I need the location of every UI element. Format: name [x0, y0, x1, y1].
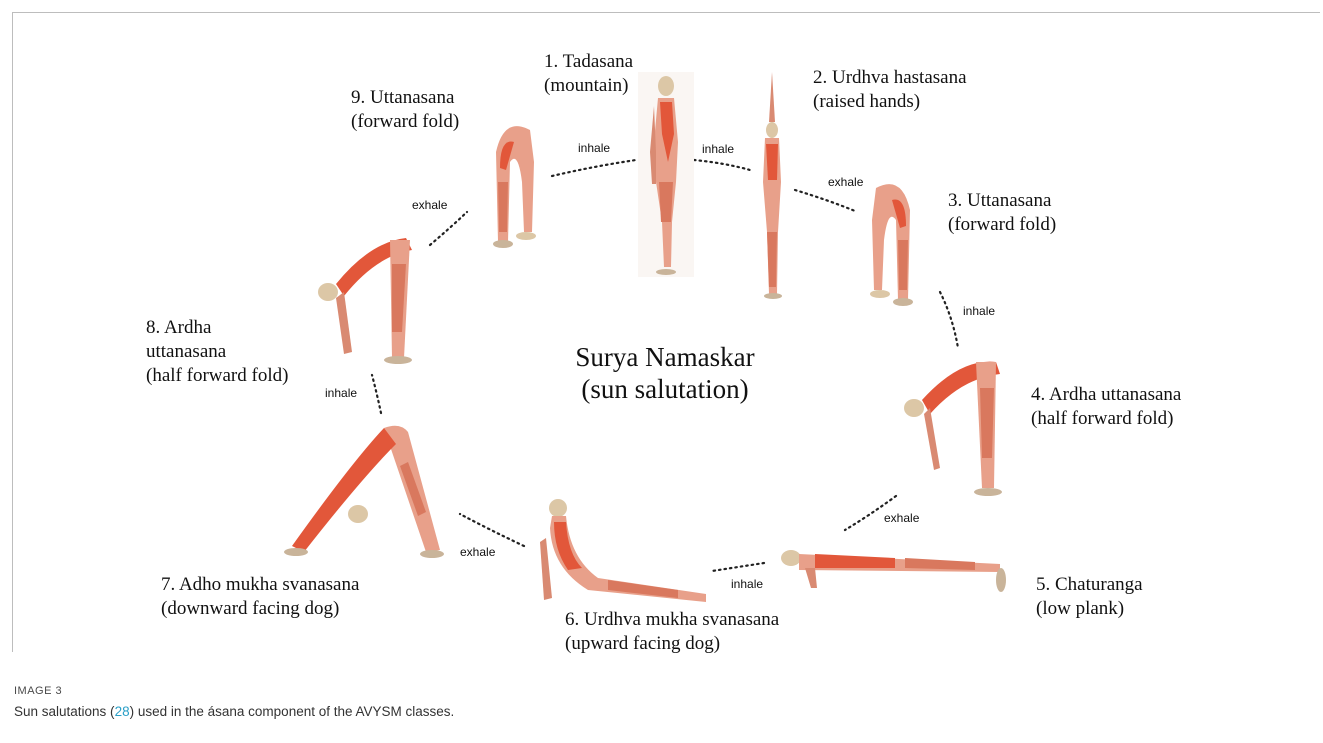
- pose-label-4-name: 4. Ardha uttanasana: [1031, 383, 1181, 407]
- pose-figure-adho-mukha-svanasana: [272, 422, 447, 560]
- breath-label-3-4: inhale: [963, 304, 995, 318]
- caption-text-before: Sun salutations (: [14, 704, 115, 719]
- pose-label-6-desc: (upward facing dog): [565, 632, 779, 656]
- pose-label-7: 7. Adho mukha svanasana (downward facing…: [161, 573, 359, 621]
- pose-label-8: 8. Ardha uttanasana (half forward fold): [146, 316, 288, 388]
- pose-label-1-name: 1. Tadasana: [544, 50, 633, 74]
- pose-label-8-line2: uttanasana: [146, 340, 288, 364]
- pose-label-7-name: 7. Adho mukha svanasana: [161, 573, 359, 597]
- diagram-title: Surya Namaskar (sun salutation): [555, 341, 775, 405]
- pose-label-4: 4. Ardha uttanasana (half forward fold): [1031, 383, 1181, 431]
- breath-label-7-8: inhale: [325, 386, 357, 400]
- pose-label-4-desc: (half forward fold): [1031, 407, 1181, 431]
- pose-figure-urdhva-mukha-svanasana: [538, 498, 713, 604]
- pose-figure-ardha-uttanasana-4: [900, 348, 1010, 498]
- pose-figure-ardha-uttanasana-8: [310, 228, 420, 366]
- caption-reference-link[interactable]: 28: [115, 704, 130, 719]
- pose-label-7-desc: (downward facing dog): [161, 597, 359, 621]
- pose-label-2: 2. Urdhva hastasana (raised hands): [813, 66, 967, 114]
- pose-label-5-name: 5. Chaturanga: [1036, 573, 1143, 597]
- pose-label-6-name: 6. Urdhva mukha svanasana: [565, 608, 779, 632]
- breath-label-2-3: exhale: [828, 175, 863, 189]
- pose-label-9-desc: (forward fold): [351, 110, 459, 134]
- breath-label-9-1: inhale: [578, 141, 610, 155]
- pose-label-9-name: 9. Uttanasana: [351, 86, 459, 110]
- pose-label-5: 5. Chaturanga (low plank): [1036, 573, 1143, 621]
- caption-text-after: ) used in the ásana component of the AVY…: [130, 704, 455, 719]
- pose-figure-urdhva-hastasana: [752, 72, 792, 302]
- pose-label-9: 9. Uttanasana (forward fold): [351, 86, 459, 134]
- pose-label-6: 6. Urdhva mukha svanasana (upward facing…: [565, 608, 779, 656]
- pose-figure-uttanasana-9: [484, 122, 544, 252]
- pose-label-2-name: 2. Urdhva hastasana: [813, 66, 967, 90]
- caption-text: Sun salutations (28) used in the ásana c…: [14, 704, 454, 719]
- breath-label-1-2: inhale: [702, 142, 734, 156]
- pose-label-8-desc: (half forward fold): [146, 364, 288, 388]
- pose-label-3: 3. Uttanasana (forward fold): [948, 189, 1056, 237]
- diagram-title-line2: (sun salutation): [555, 373, 775, 405]
- pose-label-1-desc: (mountain): [544, 74, 633, 98]
- breath-label-8-9: exhale: [412, 198, 447, 212]
- pose-label-2-desc: (raised hands): [813, 90, 967, 114]
- diagram-title-line1: Surya Namaskar: [555, 341, 775, 373]
- pose-figure-uttanasana-3: [862, 180, 922, 310]
- pose-label-3-name: 3. Uttanasana: [948, 189, 1056, 213]
- caption-label: IMAGE 3: [14, 685, 62, 697]
- pose-label-5-desc: (low plank): [1036, 597, 1143, 621]
- pose-label-8-name: 8. Ardha: [146, 316, 288, 340]
- breath-label-5-6: inhale: [731, 577, 763, 591]
- breath-label-6-7: exhale: [460, 545, 495, 559]
- pose-label-3-desc: (forward fold): [948, 213, 1056, 237]
- pose-figure-tadasana: [638, 72, 694, 277]
- pose-figure-chaturanga: [775, 540, 1010, 592]
- pose-label-1: 1. Tadasana (mountain): [544, 50, 633, 98]
- breath-label-4-5: exhale: [884, 511, 919, 525]
